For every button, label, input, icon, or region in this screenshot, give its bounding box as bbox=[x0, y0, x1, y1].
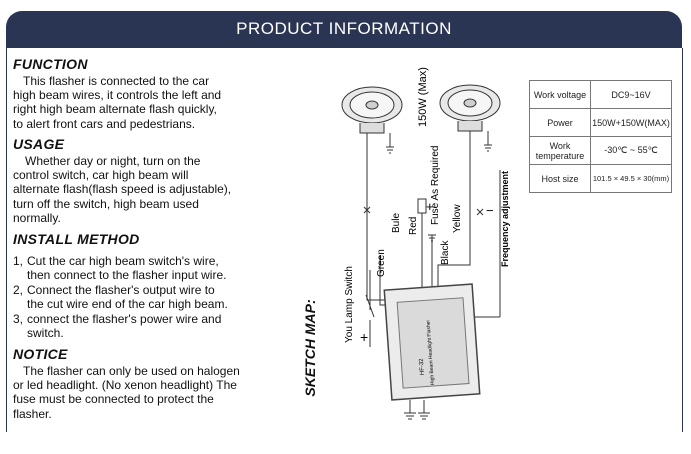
install-list: 1, Cut the car high beam switch's wire, … bbox=[13, 254, 283, 340]
wire-black-label: Black bbox=[440, 240, 451, 265]
spec-key: Host size bbox=[529, 164, 591, 193]
frequency-adjustment-label: Frequency adjustment bbox=[500, 171, 510, 267]
headlight-right-icon bbox=[439, 84, 501, 132]
module-model-label: HF-32 bbox=[419, 358, 426, 376]
module-name-label: High Beam Headlight Flasher bbox=[425, 319, 436, 385]
headlight-left-icon bbox=[341, 86, 403, 134]
usage-heading: USAGE bbox=[13, 136, 65, 152]
function-text: This flasher is connected to the car hig… bbox=[13, 74, 222, 131]
spec-value: -30℃ ~ 55℃ bbox=[590, 136, 672, 165]
install-step-2: 2, Connect the flasher's output wire to … bbox=[13, 282, 228, 312]
product-info-banner: PRODUCT INFORMATION bbox=[6, 11, 682, 48]
banner-title: PRODUCT INFORMATION bbox=[236, 19, 452, 38]
usage-text: Whether day or night, turn on the contro… bbox=[13, 154, 232, 225]
spec-key: Power bbox=[529, 108, 591, 137]
spec-row: Work temperature -30℃ ~ 55℃ bbox=[529, 136, 672, 165]
spec-row: Power 150W+150W(MAX) bbox=[529, 108, 672, 137]
wire-green-label: Green bbox=[376, 249, 387, 277]
notice-heading: NOTICE bbox=[13, 346, 68, 362]
install-heading: INSTALL METHOD bbox=[13, 231, 140, 247]
sketch-map-title: SKETCH MAP: bbox=[302, 299, 318, 397]
spec-value: 150W+150W(MAX) bbox=[590, 108, 672, 137]
wire-yellow-label: Yellow bbox=[452, 204, 463, 233]
flasher-module-icon bbox=[383, 283, 481, 401]
frequency-minus-sign: − bbox=[486, 203, 494, 218]
wiring-diagram: 150W (Max) Bule Red Fuse As Required Yel… bbox=[341, 67, 510, 420]
spec-key: Work temperature bbox=[529, 136, 591, 165]
content-frame bbox=[6, 48, 683, 432]
wire-red-label: Red bbox=[408, 217, 419, 235]
switch-plus-sign: + bbox=[360, 329, 368, 345]
install-step-1: 1, Cut the car high beam switch's wire, … bbox=[13, 254, 227, 283]
fuse-plus-sign: + bbox=[426, 199, 434, 214]
wire-blue-label: Bule bbox=[391, 213, 402, 233]
function-heading: FUNCTION bbox=[13, 56, 88, 72]
spec-row: Work voltage DC9~16V bbox=[529, 80, 672, 109]
spec-row: Host size 101.5 × 49.5 × 30(mm) bbox=[529, 164, 672, 193]
spec-key: Work voltage bbox=[529, 80, 591, 109]
spec-value: DC9~16V bbox=[590, 80, 672, 109]
install-step-3: 3, connect the flasher's power wire and … bbox=[13, 311, 222, 341]
lamp-rating-label: 150W (Max) bbox=[417, 67, 429, 127]
spec-value: 101.5 × 49.5 × 30(mm) bbox=[590, 164, 672, 193]
fuse-label: Fuse As Required bbox=[430, 146, 441, 226]
lamp-switch-label: You Lamp Switch bbox=[344, 266, 355, 343]
spec-table: Work voltage DC9~16V Power 150W+150W(MAX… bbox=[529, 80, 672, 193]
notice-text: The flasher can only be used on halogen … bbox=[13, 364, 240, 421]
